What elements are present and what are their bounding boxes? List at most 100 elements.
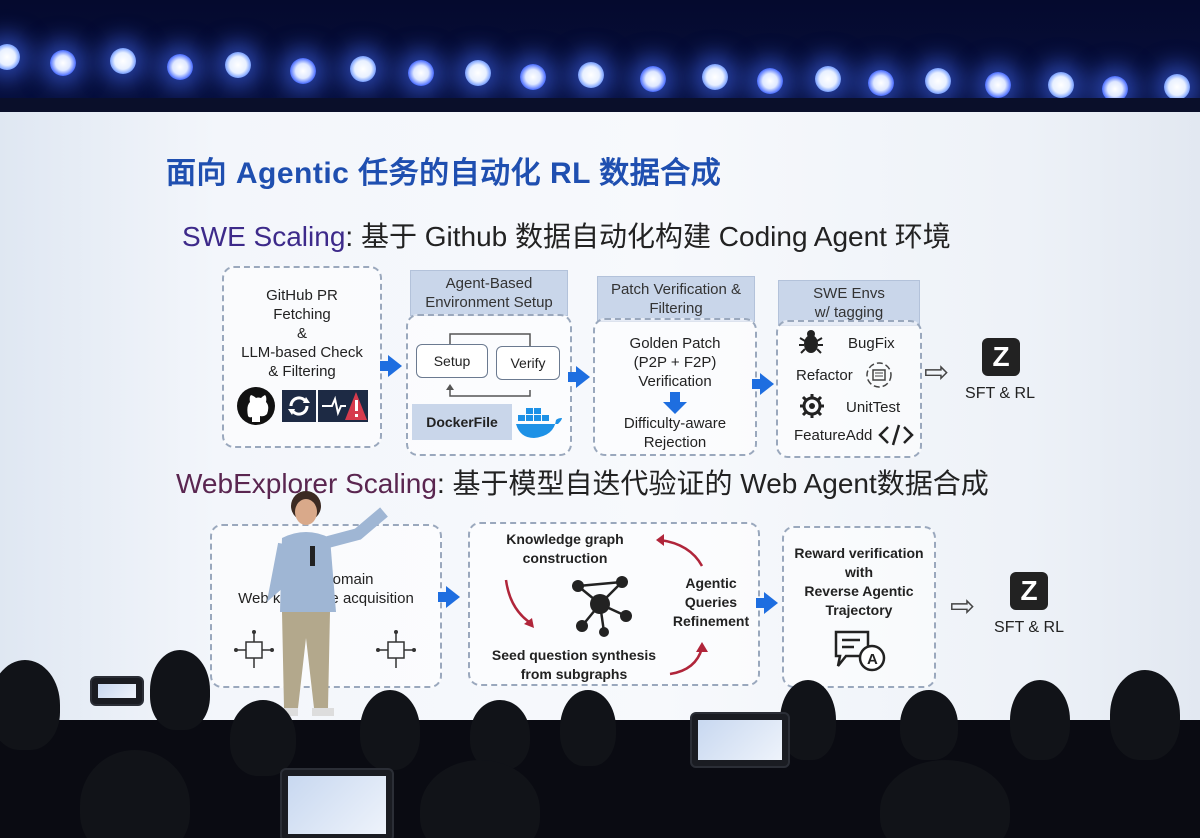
audience-head — [900, 690, 958, 760]
line: Refinement — [672, 613, 750, 629]
line: Golden Patch — [629, 335, 721, 352]
line: Difficulty-aware — [623, 415, 727, 432]
stage-light — [50, 50, 76, 76]
line: construction — [522, 550, 608, 566]
stage-light — [985, 72, 1011, 98]
sync-icon — [282, 390, 316, 422]
github-pr-text: GitHub PR Fetching & LLM-based Check & F… — [224, 286, 380, 381]
curve-arrow-icon — [504, 579, 534, 628]
agentic-queries-text: Agentic Queries Refinement — [666, 574, 756, 631]
line: Patch Verification & — [610, 281, 742, 298]
stage-light — [1164, 74, 1190, 100]
line: Fetching — [273, 306, 331, 323]
line: with — [845, 564, 873, 580]
stage-light — [1102, 76, 1128, 102]
swe-envs-box: BugFix Refactor UnitTest FeatureAdd — [776, 320, 922, 458]
audience-head — [360, 690, 420, 770]
line: Knowledge graph — [506, 531, 624, 547]
line: from subgraphs — [520, 666, 628, 682]
stage-light — [640, 66, 666, 92]
curve-arrow-icon — [669, 642, 708, 676]
stage-light — [925, 68, 951, 94]
audience-head — [560, 690, 616, 766]
line: Environment Setup — [425, 294, 553, 311]
audience-phone — [690, 712, 790, 768]
audience-head — [80, 750, 190, 838]
line: Filtering — [649, 300, 703, 317]
slide-title: 面向 Agentic 任务的自动化 RL 数据合成 — [166, 157, 722, 190]
phone-screen — [98, 684, 136, 698]
stage-light — [520, 64, 546, 90]
tag-bugfix: BugFix — [848, 335, 895, 352]
phone-screen — [288, 776, 386, 834]
line: SWE Envs — [813, 285, 885, 302]
curve-arrow-icon — [656, 534, 704, 567]
stage-light — [350, 56, 376, 82]
graph-network-icon — [572, 576, 632, 637]
swe-section-title: SWE Scaling: 基于 Github 数据自动化构建 Coding Ag… — [182, 215, 951, 255]
audience-phone — [280, 768, 394, 838]
stage-light — [578, 62, 604, 88]
env-setup-box: Setup Verify DockerFile — [406, 314, 572, 456]
web-node-icon — [376, 630, 416, 668]
knowledge-graph-box: Knowledge graph construction Agentic Que… — [468, 522, 760, 686]
swe-envs-header: SWE Envs w/ tagging — [778, 280, 920, 326]
web-section-title: WebExplorer Scaling: 基于模型自迭代验证的 Web Agen… — [176, 462, 989, 502]
stage-light — [868, 70, 894, 96]
line: LLM-based Check — [241, 344, 363, 361]
reward-verification-text: Reward verification with Reverse Agentic… — [784, 544, 934, 620]
verify-box: Verify — [496, 346, 560, 380]
stage-light — [290, 58, 316, 84]
z-logo-icon: Z — [982, 338, 1020, 376]
line: w/ tagging — [814, 304, 884, 321]
swe-title-prefix: SWE Scaling — [182, 221, 346, 252]
z-logo-icon: Z — [1010, 572, 1048, 610]
github-icon — [237, 387, 275, 425]
audience-head — [150, 650, 210, 730]
reward-verification-box: Reward verification with Reverse Agentic… — [782, 526, 936, 688]
seed-question-text: Seed question synthesis from subgraphs — [474, 646, 674, 684]
audience-head — [470, 700, 530, 770]
line: Reverse Agentic — [804, 583, 914, 599]
stage-truss — [0, 98, 1200, 114]
audience-head — [1110, 670, 1180, 760]
stage-light — [815, 66, 841, 92]
audience-head — [420, 760, 540, 838]
line: GitHub PR — [266, 287, 338, 304]
chat-answer-icon: A — [834, 630, 886, 672]
env-setup-header: Agent-Based Environment Setup — [410, 270, 568, 316]
tag-unittest: UnitTest — [846, 399, 901, 416]
line: Rejection — [643, 434, 707, 451]
phone-screen — [698, 720, 782, 760]
web-output-label: SFT & RL — [994, 619, 1064, 636]
output-arrow-icon: ⇨ — [950, 590, 976, 623]
github-pr-box: GitHub PR Fetching & LLM-based Check & F… — [222, 266, 382, 448]
line: & Filtering — [268, 363, 336, 380]
flow-arrow-icon — [380, 355, 402, 377]
difficulty-text: Difficulty-aware Rejection — [595, 414, 755, 452]
swe-title-rest: : 基于 Github 数据自动化构建 Coding Agent 环境 — [345, 221, 951, 252]
bug-icon — [799, 330, 823, 354]
tag-refactor: Refactor — [796, 367, 853, 384]
svg-text:A: A — [867, 651, 878, 668]
patch-verify-box: Golden Patch (P2P + F2P) Verification Di… — [593, 318, 757, 456]
web-node-icon — [234, 630, 274, 668]
web-title-rest: : 基于模型自迭代验证的 Web Agent数据合成 — [436, 468, 989, 499]
output-arrow-icon: ⇨ — [924, 356, 950, 389]
stage-light — [167, 54, 193, 80]
stage-light-rig — [0, 30, 1200, 102]
audience-head — [1010, 680, 1070, 760]
line: (P2P + F2P) — [633, 354, 717, 371]
setup-box: Setup — [416, 344, 488, 378]
flow-arrow-icon — [752, 373, 774, 395]
stage-light — [0, 44, 20, 70]
line: Queries — [684, 594, 738, 610]
alert-icon — [318, 390, 368, 422]
line: Verification — [638, 373, 712, 390]
stage-light — [702, 64, 728, 90]
code-icon — [878, 424, 914, 446]
audience-phone — [90, 676, 144, 706]
line: Trajectory — [825, 602, 893, 618]
stage-light — [408, 60, 434, 86]
